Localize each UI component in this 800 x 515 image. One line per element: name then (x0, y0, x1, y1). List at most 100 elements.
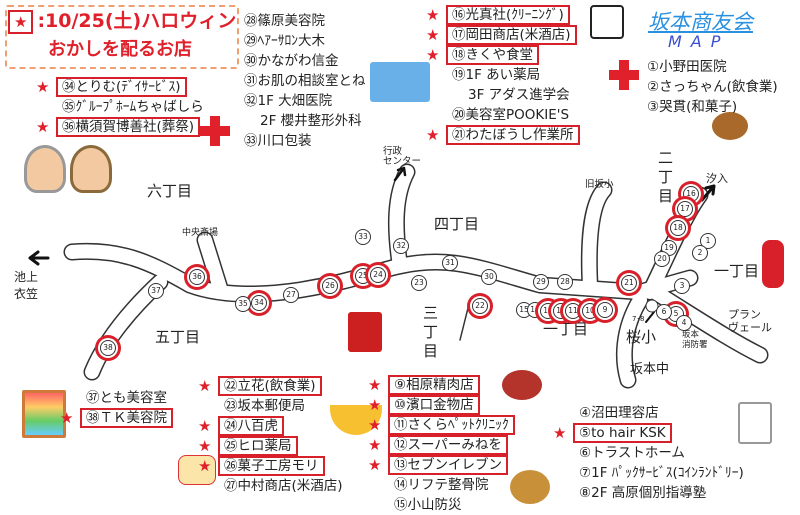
star-icon: ★ (198, 377, 212, 395)
shop-list-item: ★㊱横須賀博善社(葬祭) (36, 117, 210, 137)
shop-list-item: ②さっちゃん(飲食業) (641, 77, 784, 97)
map-marker-29: 29 (533, 274, 549, 290)
marker-7-8: 7･8 (632, 315, 645, 323)
map-marker-17: 17 (677, 201, 693, 217)
shop-list-item: ㉛お肌の相談室とね (238, 71, 372, 91)
area-rokuchome: 六丁目 (147, 182, 193, 200)
shop-name: ㉗中村商店(米酒店) (224, 478, 343, 494)
shop-list-item: ★㉞とりむ(ﾃﾞｲｻｰﾋﾞｽ) (36, 77, 210, 97)
shop-list-item: ★㉖菓子工房モリ (198, 456, 349, 476)
place-kyu-sakasho: 旧坂小 (585, 179, 614, 190)
map-marker-33: 33 (355, 229, 371, 245)
shop-list-item: ㉝川口包装 (238, 131, 372, 151)
shop-name: ㉘篠原美容院 (244, 13, 325, 29)
shop-name: ⑨相原精肉店 (388, 375, 480, 395)
shop-list-g: ★⑨相原精肉店★⑩濱口金物店★⑪さくらﾍﾟｯﾄｸﾘﾆｯｸ★⑫スーパーみねを★⑬セ… (368, 375, 515, 515)
shop-name: ㉜1F 大畑医院 (244, 93, 333, 109)
shop-list-item: ⑥トラストホーム (573, 443, 750, 463)
area-gochome: 五丁目 (155, 328, 201, 346)
star-icon: ★ (368, 376, 382, 394)
place-ikegami: 池上 (14, 270, 39, 284)
star-icon: ★ (426, 6, 440, 24)
brand-map-label: MAP (668, 32, 730, 51)
shop-list-item: ③哭貫(和菓子) (641, 97, 784, 117)
shop-list-item: ①小野田医院 (641, 57, 784, 77)
event-title-box (5, 5, 239, 69)
map-marker-25: 25 (355, 268, 371, 284)
area-itchome-east: 一丁目 (714, 262, 760, 280)
shop-name: ㉓坂本郵便局 (224, 398, 305, 414)
washing-machine-icon (738, 402, 772, 444)
star-icon: ★ (198, 457, 212, 475)
grandma-illustration (24, 145, 66, 193)
shop-name: ⑰岡田商店(米酒店) (446, 25, 577, 45)
shop-list-item: ⑮小山防災 (388, 495, 515, 515)
arrow-west (28, 250, 50, 266)
grandpa-illustration (70, 145, 112, 193)
shop-list-item: ⑦1F ﾊﾟｯｸｻｰﾋﾞｽ(ｺｲﾝﾗﾝﾄﾞﾘｰ) (573, 463, 750, 483)
shop-list-item: ⑭リフテ整骨院 (388, 475, 515, 495)
map-marker-37: 37 (148, 283, 164, 299)
shop-name: ⑯光真社(ｸﾘｰﾆﾝｸﾞ) (446, 5, 570, 25)
map-marker-34: 34 (251, 295, 267, 311)
shop-name: ㉚かながわ信金 (244, 53, 339, 69)
shop-name: ㉔八百虎 (218, 416, 284, 436)
fire-extinguisher-icon (762, 240, 784, 288)
map-marker-3: 3 (674, 278, 690, 294)
area-sanchome: 三丁目 (421, 305, 439, 362)
arrow-78 (645, 311, 655, 323)
shop-name: ⑥トラストホーム (579, 445, 685, 461)
shop-name: ㉑わたぼうし作業所 (446, 125, 580, 145)
shop-list-item: ㉘篠原美容院 (238, 11, 372, 31)
brand-title: 坂本商友会 (648, 10, 753, 34)
shop-list-item: ⑧2F 高原個別指導塾 (573, 483, 750, 503)
star-icon: ★ (426, 46, 440, 64)
shop-list-item: ★ ⑨相原精肉店 (368, 375, 515, 395)
area-yonchome: 四丁目 (434, 215, 480, 233)
shop-list-item: ★ ㉒立花(飲食業) (198, 376, 349, 396)
shirt-icon (590, 5, 624, 39)
shop-name: ⑮小山防災 (394, 497, 462, 513)
shop-name: 2F 櫻井整形外科 (260, 113, 362, 129)
map-marker-18: 18 (670, 220, 686, 236)
shop-name: ⑧2F 高原個別指導塾 (579, 485, 707, 501)
shop-name: ⑫スーパーみねを (388, 435, 508, 455)
map-marker-35: 35 (235, 296, 251, 312)
shop-list-item: ㉟ｸﾞﾙｰﾌﾟﾎｰﾑちゃばしら (56, 97, 210, 117)
shop-list-a: ★㉞とりむ(ﾃﾞｲｻｰﾋﾞｽ)㉟ｸﾞﾙｰﾌﾟﾎｰﾑちゃばしら★㊱横須賀博善社(葬… (36, 77, 210, 137)
map-marker-27: 27 (283, 287, 299, 303)
map-marker-1: 1 (700, 233, 716, 249)
map-marker-6: 6 (656, 304, 672, 320)
shop-name: ㉛お肌の相談室とね (244, 73, 366, 89)
shop-list-item: ㉓坂本郵便局 (218, 396, 349, 416)
shop-list-item: ★⑬セブンイレブン (368, 455, 515, 475)
shop-name: 3F アダス進学会 (468, 87, 570, 103)
map-marker-21: 21 (621, 275, 637, 291)
cake-icon (178, 455, 216, 485)
shop-list-item: ㉚かながわ信金 (238, 51, 372, 71)
star-icon: ★ (198, 437, 212, 455)
shop-name: ⑪さくらﾍﾟｯﾄｸﾘﾆｯｸ (388, 415, 515, 435)
map-marker-11: 11 (565, 303, 581, 319)
shop-list-item: ⑳美容室POOKIE'S (446, 105, 580, 125)
shop-name: ㉒立花(飲食業) (218, 376, 322, 396)
map-marker-38: 38 (100, 340, 116, 356)
manju-sweet-icon (712, 112, 748, 140)
shop-list-item: ★㊳ＴＫ美容院 (60, 408, 173, 428)
shop-name: ⑤to hair KSK (573, 423, 672, 443)
map-marker-4: 4 (676, 315, 692, 331)
mirror-salon-icon (22, 390, 66, 438)
shop-list-item: 3F アダス進学会 (446, 85, 580, 105)
shop-name: ⑬セブンイレブン (388, 455, 508, 475)
shop-name: ㊱横須賀博善社(葬祭) (56, 117, 201, 137)
shop-list-item: ★ ⑯光真社(ｸﾘｰﾆﾝｸﾞ) (426, 5, 580, 25)
shop-list-item: ★⑪さくらﾍﾟｯﾄｸﾘﾆｯｸ (368, 415, 515, 435)
map-marker-2: 2 (692, 245, 708, 261)
shop-list-item: ★⑱きくや食堂 (426, 45, 580, 65)
shop-name: ㉝川口包装 (244, 133, 312, 149)
